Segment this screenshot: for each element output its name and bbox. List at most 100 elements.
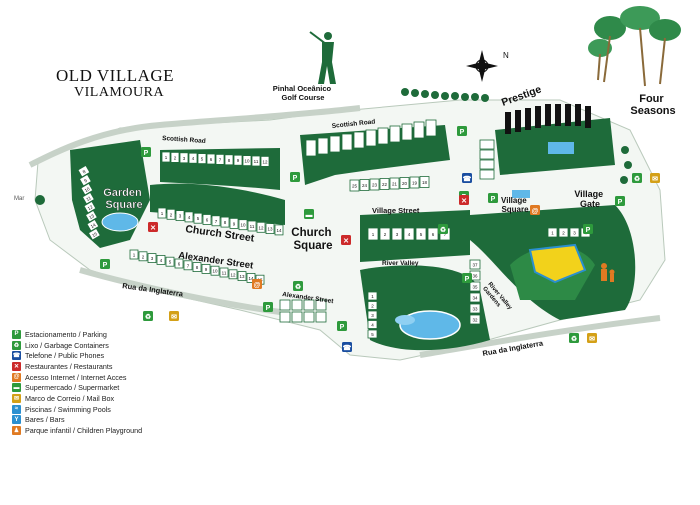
- scottish-road-top-label: Scottish Road: [331, 118, 375, 130]
- garbage-icon: ♻: [143, 311, 153, 321]
- unit-number: 2: [371, 304, 374, 309]
- svg-text:P: P: [586, 227, 591, 234]
- apartment-unit: 14: [86, 218, 100, 232]
- legend-label: Supermercado / Supermarket: [25, 383, 120, 393]
- unit-number: 7: [215, 219, 218, 224]
- apartment-unit: 5: [415, 227, 427, 241]
- apartment-unit: 25: [349, 179, 360, 192]
- apartment-unit: 11: [247, 220, 257, 232]
- apartment-unit: 3: [367, 310, 378, 320]
- apartment-unit: 9: [201, 263, 211, 274]
- legend-item: @Acesso Internet / Internet Acces: [12, 372, 232, 383]
- unit-number: 13: [239, 274, 245, 279]
- prestige-building: [505, 112, 511, 134]
- svg-text:♻: ♻: [571, 335, 577, 343]
- poi-icons: PPPPPPPPPPP♻♻♻♻♻✉✉✉✕✕✕@@☎☎▬: [100, 126, 660, 352]
- apartment-unit: 1: [547, 227, 558, 238]
- unit-number: 5: [169, 260, 172, 265]
- apartment-unit: 10: [210, 265, 220, 276]
- apartment-unit: [329, 135, 341, 153]
- svg-text:@: @: [254, 282, 261, 289]
- unit-number: 34: [472, 296, 478, 301]
- parking-icon: P: [488, 193, 498, 203]
- apartment-unit: 1: [129, 249, 139, 260]
- pine-tree-icon: [588, 39, 612, 57]
- unit-number: 5: [197, 216, 200, 221]
- unit-number: 4: [188, 215, 191, 220]
- prestige-building: [515, 110, 521, 132]
- apartment-unit: [315, 299, 327, 311]
- internet-icon: @: [252, 279, 262, 289]
- apartment-unit: 14: [246, 272, 256, 283]
- apartment-unit: 13: [265, 223, 275, 235]
- apartment-unit: 34: [469, 292, 481, 303]
- apartment-unit: 8: [220, 216, 230, 228]
- rua-inglaterra-path-right: [419, 315, 661, 358]
- unit-number: 11: [85, 195, 92, 202]
- apartment-unit: [303, 299, 315, 311]
- four-seasons-trees: [588, 6, 681, 87]
- apartment-unit: 3: [147, 253, 157, 264]
- unit-number: 3: [183, 156, 186, 161]
- svg-text:✕: ✕: [343, 238, 349, 245]
- garden-pool: [101, 212, 139, 232]
- apartment-unit: 1: [161, 151, 171, 163]
- unit-number: 13: [88, 213, 95, 220]
- svg-text:P: P: [103, 262, 108, 269]
- parking-icon: P: [457, 126, 467, 136]
- unit-number: 33: [472, 307, 478, 312]
- mailbox-icon: ✉: [587, 333, 597, 343]
- pine-tree-icon: [649, 19, 681, 41]
- unit-number: 8: [82, 169, 87, 175]
- playground-figures: [601, 263, 615, 282]
- restaurant-icon: ✕: [459, 195, 469, 205]
- unit-number: 12: [230, 272, 236, 277]
- apartment-unit: 2: [170, 151, 180, 163]
- svg-text:♻: ♻: [440, 226, 446, 234]
- unit-number: 4: [408, 232, 411, 237]
- apartment-unit: [401, 123, 413, 141]
- garbage-icon: ♻: [12, 340, 21, 350]
- legend-label: Estacionamento / Parking: [25, 329, 107, 339]
- tree-icon: [431, 91, 439, 99]
- apartment-unit: [425, 119, 437, 137]
- garbage-icon: ♻: [438, 224, 448, 234]
- apartment-unit: [291, 299, 303, 311]
- unit-number: 7: [187, 263, 190, 268]
- apartment-unit: 12: [256, 221, 266, 233]
- golfer-icon: [309, 31, 336, 84]
- apartment-unit: [353, 131, 365, 149]
- legend-label: Restaurantes / Restaurants: [25, 361, 113, 371]
- svg-text:♻: ♻: [145, 313, 151, 321]
- unit-number: 12: [262, 159, 268, 164]
- apartment-unit: 4: [156, 254, 166, 265]
- legend-item: ✉Marco de Correio / Mail Box: [12, 393, 232, 404]
- tree-trunk: [603, 35, 611, 83]
- apartment-unit: 20: [399, 177, 410, 189]
- prestige-building: [535, 106, 541, 128]
- apartment-unit: 6: [427, 227, 439, 241]
- apartment-unit: [479, 149, 495, 160]
- svg-text:✉: ✉: [589, 336, 595, 343]
- svg-text:P: P: [460, 129, 465, 136]
- tree-row: [35, 88, 632, 205]
- unit-number: 32: [472, 318, 478, 323]
- svg-text:♻: ♻: [634, 175, 640, 183]
- apartment-unit: 2: [138, 251, 148, 262]
- apartment-unit: 22: [379, 178, 390, 190]
- apartment-unit: 8: [192, 262, 202, 273]
- apartment-unit: 11: [81, 191, 95, 205]
- svg-text:✉: ✉: [171, 314, 177, 321]
- unit-number: 5: [371, 332, 374, 337]
- unit-number: 8: [224, 220, 227, 225]
- mailbox-icon: ✉: [12, 393, 21, 403]
- apartment-unit: 18: [419, 176, 430, 188]
- unit-number: 5: [420, 232, 423, 237]
- pine-tree-icon: [594, 16, 626, 40]
- apartment-unit: [279, 311, 291, 323]
- apartment-unit: [317, 137, 329, 155]
- unit-number: 11: [250, 224, 255, 229]
- legend-label: Bares / Bars: [25, 415, 65, 425]
- tree-icon: [620, 176, 628, 184]
